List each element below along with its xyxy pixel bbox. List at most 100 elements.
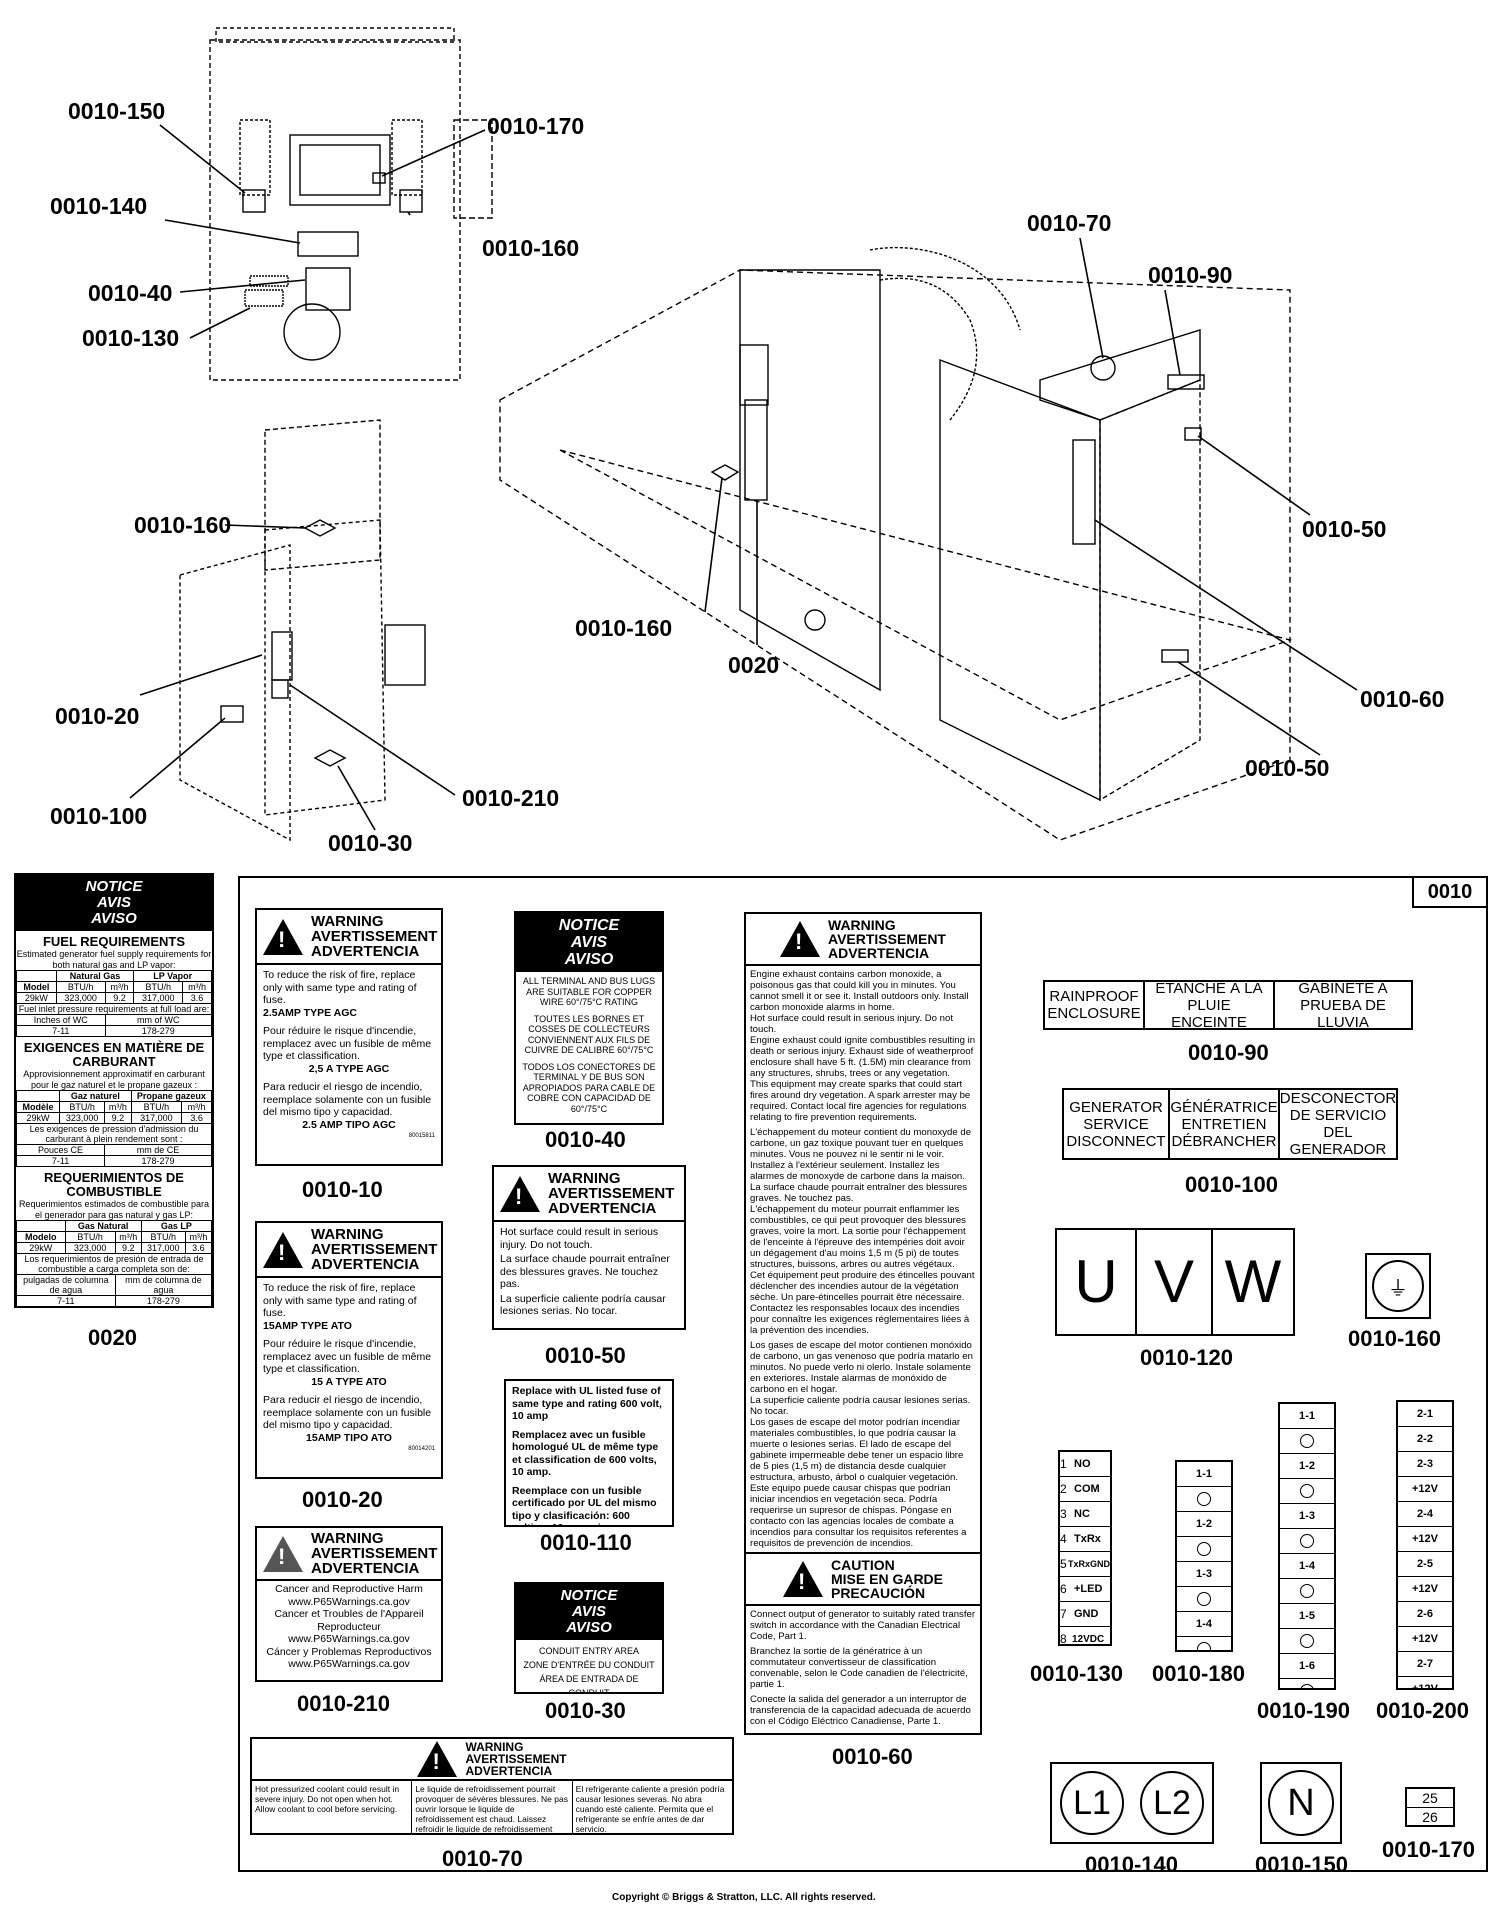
warning-triangle-icon: [780, 921, 820, 957]
callout-0010-170: 0010-170: [487, 113, 585, 139]
caption-0010-50: 0010-50: [545, 1343, 626, 1368]
es-title: REQUERIMIENTOS DE COMBUSTIBLE: [44, 1170, 184, 1199]
callout-0010-20: 0010-20: [55, 703, 140, 729]
callout-0010-90: 0010-90: [1148, 262, 1233, 288]
ground-icon: [1300, 1584, 1314, 1598]
fuel-title: FUEL REQUIREMENTS: [42, 934, 186, 949]
copyright-text: Copyright © Briggs & Stratton, LLC. All …: [612, 1892, 876, 1903]
caption-0010-190: 0010-190: [1257, 1698, 1350, 1723]
callout-0010-40: 0010-40: [88, 280, 173, 306]
callout-0010-30: 0010-30: [328, 830, 413, 856]
callout-0010-130: 0010-130: [82, 325, 180, 351]
caption-0010-120: 0010-120: [1140, 1345, 1233, 1370]
caption-0010-10: 0010-10: [302, 1177, 383, 1202]
ground-icon: [1197, 1592, 1211, 1606]
callout-0010-70: 0010-70: [1027, 210, 1112, 236]
ground-icon: [1300, 1534, 1314, 1548]
callout-0010-60: 0010-60: [1360, 686, 1445, 712]
callout-0010-160-enclosure: 0010-160: [575, 615, 673, 641]
label-0010-170: 25 26: [1405, 1787, 1455, 1827]
callout-0010-50-bottom: 0010-50: [1245, 755, 1330, 781]
caption-0010-200: 0010-200: [1376, 1698, 1469, 1723]
label-0010-110: Replace with UL listed fuse of same type…: [504, 1379, 674, 1527]
ground-icon: [1300, 1434, 1314, 1448]
es-desc: Requerimientos estimados de combustible …: [18, 1199, 210, 1220]
caption-0010-70: 0010-70: [442, 1846, 523, 1871]
label-0010-120: U V W: [1055, 1228, 1295, 1336]
ground-icon: ⏚: [1372, 1260, 1424, 1312]
callout-0010-150: 0010-150: [68, 98, 166, 124]
ground-icon: [1300, 1634, 1314, 1648]
caption-0010-20: 0010-20: [302, 1487, 383, 1512]
ground-icon: [1197, 1642, 1211, 1650]
callout-0010-160-panel: 0010-160: [482, 235, 580, 261]
callout-0010-100: 0010-100: [50, 803, 148, 829]
caption-0010-110: 0010-110: [540, 1530, 632, 1555]
label-0010-190: 1-1 1-2 1-3 1-4 1-5 1-6: [1278, 1402, 1336, 1690]
caption-0010-210: 0010-210: [297, 1691, 390, 1716]
warning-triangle-icon: [263, 1535, 303, 1572]
warning-triangle-icon: [417, 1741, 458, 1777]
ground-icon: [1300, 1484, 1314, 1498]
callout-0010-160-side: 0010-160: [134, 512, 232, 538]
caption-0010-180: 0010-180: [1152, 1661, 1245, 1686]
warning-triangle-icon: [263, 918, 303, 955]
ground-icon: [1197, 1492, 1211, 1506]
caption-0020: 0020: [88, 1325, 137, 1350]
label-0010-180: 1-1 1-2 1-3 1-4: [1175, 1460, 1233, 1652]
caption-0010-130: 0010-130: [1030, 1661, 1123, 1686]
fr-desc: Approvisionnement approximatif en carbur…: [23, 1069, 205, 1090]
caption-0010-100: 0010-100: [1185, 1172, 1278, 1197]
caption-0010-60: 0010-60: [832, 1744, 913, 1769]
warning-triangle-icon: [500, 1175, 540, 1212]
ground-icon: [1197, 1542, 1211, 1556]
label-0010-90: RAINPROOF ENCLOSURE ÉTANCHE À LA PLUIE E…: [1043, 980, 1413, 1030]
caption-0010-40: 0010-40: [545, 1127, 626, 1152]
fuel-desc: Estimated generator fuel supply requirem…: [16, 949, 212, 970]
terminal-row: 6+LED: [1060, 1577, 1110, 1602]
ground-icon: [1300, 1684, 1314, 1688]
caption-0010-160: 0010-160: [1348, 1326, 1441, 1351]
label-0010-100: GENERATOR SERVICE DISCONNECT GÉNÉRATRICE…: [1062, 1088, 1398, 1160]
caution-triangle-icon: [782, 1561, 823, 1597]
callout-0010-140: 0010-140: [50, 193, 148, 219]
caption-0010-140: 0010-140: [1085, 1852, 1178, 1877]
callout-0010-210: 0010-210: [462, 785, 560, 811]
kit-frame: [238, 876, 1488, 1872]
caption-0010-90: 0010-90: [1188, 1040, 1269, 1065]
exploded-drawing: [129, 27, 1358, 842]
label-0010-200: 2-1 2-2 2-3 +12V 2-4 +12V 2-5 +12V 2-6 +…: [1396, 1400, 1454, 1690]
caption-0010-170: 0010-170: [1382, 1837, 1475, 1862]
callout-0020: 0020: [728, 652, 780, 678]
callout-0010-50-top: 0010-50: [1302, 516, 1387, 542]
label-0010-140: L1 L2: [1050, 1762, 1214, 1844]
kit-number-box: 0010: [1412, 876, 1488, 908]
caption-0010-30: 0010-30: [545, 1698, 626, 1723]
